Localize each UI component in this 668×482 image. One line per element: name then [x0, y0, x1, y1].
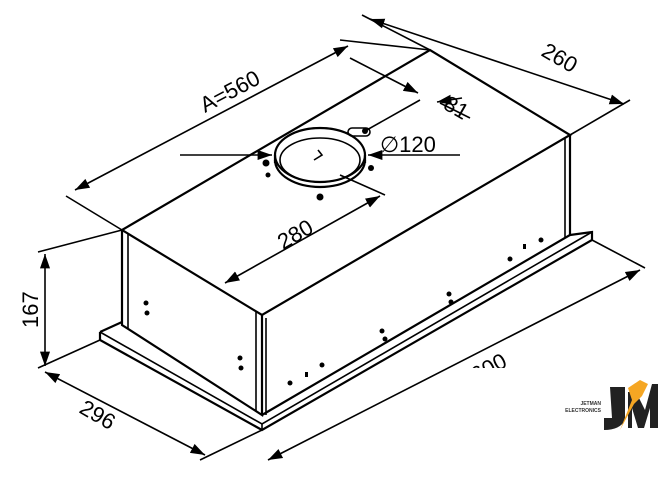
dim-length-a: A=560	[196, 65, 264, 117]
jetman-logo: JETMAN ELECTRONICS	[565, 380, 658, 430]
dim-depth: 260	[538, 38, 582, 78]
front-face	[120, 230, 264, 418]
logo-line2: ELECTRONICS	[565, 408, 602, 414]
dim-front-depth: 296	[76, 395, 120, 435]
logo-line1: JETMAN	[580, 401, 601, 407]
dimension-lines	[37, 14, 646, 461]
dim-outlet-offset: 81	[440, 91, 474, 125]
dim-height: 167	[18, 291, 43, 328]
dim-outlet-diameter: ∅120	[380, 132, 436, 157]
dim-outlet-to-front: 280	[273, 214, 317, 254]
